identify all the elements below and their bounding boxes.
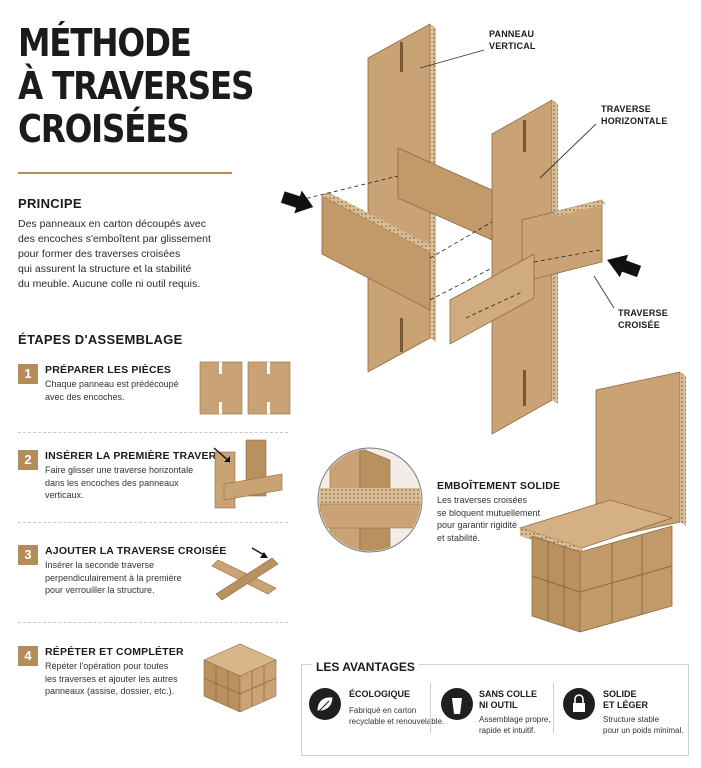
step-1-title: PRÉPARER LES PIÈCES — [45, 364, 172, 376]
advantage-separator — [430, 683, 431, 733]
callout-lines — [419, 49, 615, 309]
callout-crossed-beam: TRAVERSE CROISÉE — [618, 308, 668, 330]
leaf-icon — [316, 696, 334, 713]
step-divider — [18, 522, 288, 523]
advantage-3-desc: Structure stable pour un poids minimal. — [603, 715, 684, 735]
step-2-number: 2 — [18, 450, 38, 470]
step-3-illustration — [211, 547, 279, 601]
step-2-title: INSÉRER LA PREMIÈRE TRAVERSE — [45, 450, 231, 462]
step-4-grid-illustration — [203, 643, 277, 713]
steps-heading: ÉTAPES D'ASSEMBLAGE — [18, 332, 183, 347]
advantages-panel — [301, 664, 689, 756]
advantage-1-desc: Fabriqué en carton recyclable et renouve… — [349, 706, 445, 726]
step-1-number: 1 — [18, 364, 38, 384]
lock-icon — [574, 694, 584, 703]
page-title: MÉTHODE À TRAVERSES CROISÉES — [18, 21, 254, 151]
step-4-number: 4 — [18, 646, 38, 666]
advantage-2-label: SANS COLLE NI OUTIL — [479, 689, 538, 710]
advantages-heading: LES AVANTAGES — [312, 660, 419, 674]
step-3-desc: Insérer la seconde traverse perpendicula… — [45, 560, 182, 595]
principle-text: Des panneaux en carton découpés avec des… — [18, 218, 211, 290]
cardboard-chair-illustration — [518, 371, 686, 633]
advantage-1-label: ÉCOLOGIQUE — [349, 689, 411, 699]
advantage-3-label: SOLIDE ET LÉGER — [603, 689, 649, 710]
step-divider — [18, 432, 288, 433]
step-1-desc: Chaque panneau est prédécoupé avec des e… — [45, 379, 179, 402]
joint-detail-illustration — [317, 447, 423, 553]
callout-vertical-panel: PANNEAU VERTICAL — [489, 29, 536, 51]
advantage-2-desc: Assemblage propre, rapide et intuitif. — [479, 715, 551, 735]
principle-heading: PRINCIPE — [18, 196, 82, 211]
exploded-assembly-illustration — [280, 23, 642, 435]
title-underline — [18, 172, 232, 174]
no-glue-icon — [452, 698, 462, 714]
joint-title: EMBOÎTEMENT SOLIDE — [437, 480, 561, 492]
callout-horizontal-beam: TRAVERSE HORIZONTALE — [601, 104, 668, 126]
step-3-number: 3 — [18, 545, 38, 565]
step-divider — [18, 622, 288, 623]
title-line-1: MÉTHODE — [18, 21, 192, 65]
title-line-3: CROISÉES — [18, 107, 190, 151]
step-4-desc: Répéter l'opération pour toutes les trav… — [45, 661, 178, 696]
lock-icon — [573, 703, 585, 712]
step-2-desc: Faire glisser une traverse horizontale d… — [45, 465, 194, 500]
step-3-title: AJOUTER LA TRAVERSE CROISÉE — [45, 545, 227, 557]
advantage-separator — [553, 683, 554, 733]
joint-desc: Les traverses croisées se bloquent mutue… — [437, 495, 541, 543]
step-2-illustration — [213, 439, 283, 509]
title-line-2: À TRAVERSES — [18, 64, 254, 108]
step-1-panels-illustration — [199, 361, 291, 415]
step-4-title: RÉPÉTER ET COMPLÉTER — [45, 646, 184, 658]
